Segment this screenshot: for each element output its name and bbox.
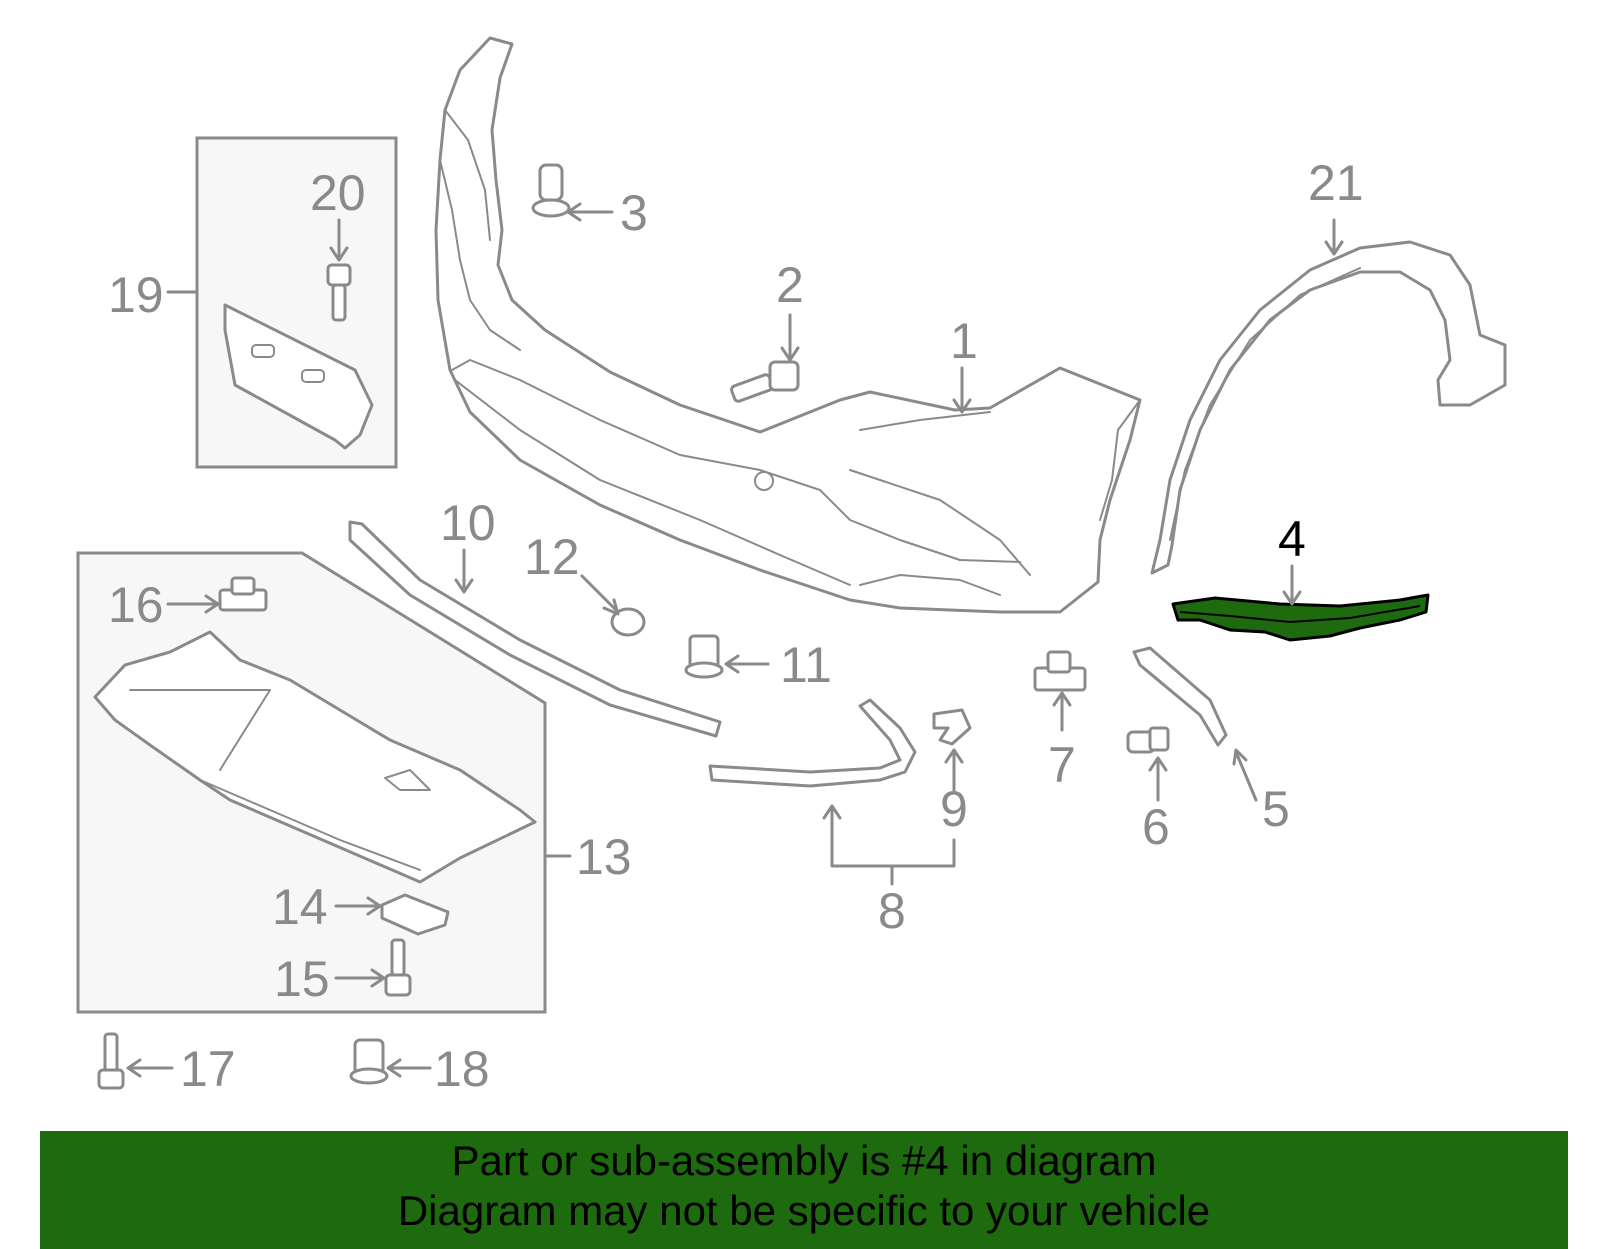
lower-trim-part-8 bbox=[708, 698, 917, 788]
callout-11: 11 bbox=[780, 637, 832, 693]
callout-19: 19 bbox=[108, 267, 164, 323]
fender-flare-part-21 bbox=[1150, 240, 1507, 575]
pin-part-6 bbox=[1126, 726, 1170, 754]
clip-part-9 bbox=[932, 708, 972, 746]
bolt-part-15 bbox=[384, 938, 412, 997]
nut-part-18 bbox=[349, 1038, 389, 1085]
banner-line-1: Part or sub-assembly is #4 in diagram bbox=[451, 1137, 1157, 1184]
callout-13: 13 bbox=[576, 829, 632, 885]
license-bracket-part-19 bbox=[223, 303, 374, 450]
leader-lines bbox=[126, 202, 1344, 1078]
banner-line-2: Diagram may not be specific to your vehi… bbox=[397, 1187, 1211, 1234]
callout-20: 20 bbox=[310, 165, 366, 221]
nut-part-11 bbox=[684, 634, 724, 679]
callout-14: 14 bbox=[272, 879, 328, 935]
nut-part-14 bbox=[380, 893, 450, 936]
reinforcement-part-4 bbox=[1171, 593, 1430, 642]
nut-part-16 bbox=[218, 576, 268, 612]
bolt-part-20 bbox=[326, 263, 352, 322]
lip-strip-part-10 bbox=[348, 520, 722, 738]
callout-9: 9 bbox=[940, 781, 968, 837]
callout-8: 8 bbox=[878, 883, 906, 939]
bumper-cover-part-1 bbox=[434, 36, 1142, 614]
callout-12: 12 bbox=[524, 529, 580, 585]
callout-6: 6 bbox=[1142, 799, 1170, 855]
pin-part-3 bbox=[531, 163, 571, 218]
callout-21: 21 bbox=[1308, 155, 1364, 211]
callout-4: 4 bbox=[1278, 511, 1306, 567]
callout-17: 17 bbox=[180, 1041, 236, 1097]
info-banner: Part or sub-assembly is #4 in diagram Di… bbox=[40, 1131, 1568, 1249]
callout-10: 10 bbox=[440, 495, 496, 551]
callout-2: 2 bbox=[776, 257, 804, 313]
callout-5: 5 bbox=[1262, 781, 1290, 837]
under-cover-part-13 bbox=[93, 630, 537, 884]
callout-16: 16 bbox=[108, 577, 164, 633]
bracket-part-5 bbox=[1132, 646, 1228, 747]
callout-7: 7 bbox=[1048, 737, 1076, 793]
bolt-part-2 bbox=[730, 360, 800, 403]
nut-part-7 bbox=[1033, 650, 1087, 692]
bolt-part-17 bbox=[97, 1032, 125, 1090]
callout-1: 1 bbox=[950, 313, 978, 369]
clip-part-12 bbox=[610, 607, 646, 637]
callout-18: 18 bbox=[434, 1041, 490, 1097]
callout-3: 3 bbox=[620, 185, 648, 241]
callout-15: 15 bbox=[274, 951, 330, 1007]
